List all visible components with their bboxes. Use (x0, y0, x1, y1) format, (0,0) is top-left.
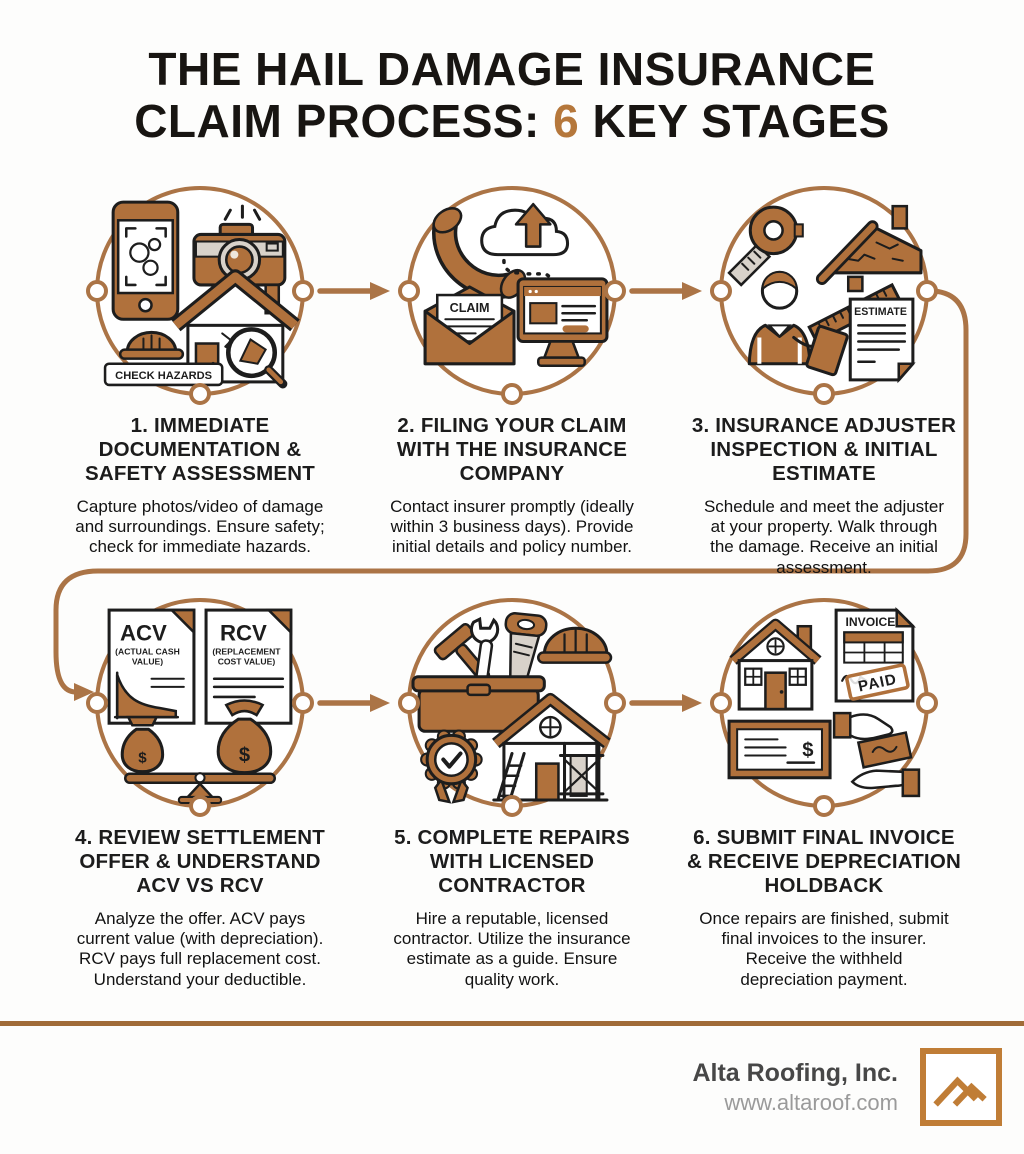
stage-5: 5. COMPLETE REPAIRS WITH LICENSED CONTRA… (350, 598, 674, 990)
connector-node (398, 692, 420, 714)
adjuster-inspection-icon: ESTIMATE (727, 204, 923, 384)
svg-text:RCV: RCV (220, 620, 267, 645)
connector-node (189, 383, 211, 405)
connector-node (86, 280, 108, 302)
connector-node (501, 383, 523, 405)
svg-text:$: $ (802, 740, 813, 762)
connector-node (813, 795, 835, 817)
adjuster-person-icon (747, 270, 849, 377)
connector-node (710, 280, 732, 302)
stage-4-icon-circle: ACV (ACTUAL CASH VALUE) RCV (REPLACEMENT… (86, 598, 314, 817)
smartphone-icon (111, 200, 180, 321)
tape-measure-icon (727, 205, 804, 287)
svg-text:ACV: ACV (120, 620, 167, 645)
connector-node (604, 280, 626, 302)
stage-3-description: Schedule and meet the adjuster at your p… (703, 496, 945, 577)
page-title: THE HAIL DAMAGE INSURANCE CLAIM PROCESS:… (0, 43, 1024, 147)
connector-node (292, 692, 314, 714)
stage-5-heading: 5. COMPLETE REPAIRS WITH LICENSED CONTRA… (394, 826, 630, 898)
phone-handset-icon (432, 207, 527, 299)
connector-node (501, 795, 523, 817)
svg-text:VALUE): VALUE) (132, 657, 163, 667)
connector-node (916, 692, 938, 714)
stage-6-heading: 6. SUBMIT FINAL INVOICE & RECEIVE DEPREC… (687, 826, 961, 898)
title-line1: THE HAIL DAMAGE INSURANCE (148, 43, 876, 95)
money-bag-large-icon: $ (216, 699, 273, 775)
connector-node (604, 692, 626, 714)
roof-chevron-icon (933, 1076, 987, 1107)
svg-text:INVOICE: INVOICE (846, 615, 896, 629)
stage-1-heading: 1. IMMEDIATE DOCUMENTATION & SAFETY ASSE… (84, 414, 316, 486)
stage-2: CLAIM (350, 186, 674, 558)
final-invoice-icon: INVOICE PAID $ (727, 607, 921, 798)
stage-2-icon-circle: CLAIM (398, 186, 626, 405)
stage-4-description: Analyze the offer. ACV pays current valu… (76, 908, 324, 989)
svg-text:$: $ (138, 750, 147, 767)
acv-document-icon: ACV (ACTUAL CASH VALUE) (107, 608, 196, 725)
footer: Alta Roofing, Inc. www.altaroof.com (692, 1048, 1002, 1126)
arrow-stage3-to-stage4-wrap (53, 288, 969, 701)
cloud-upload-icon (480, 202, 570, 284)
svg-text:COST VALUE): COST VALUE) (218, 657, 276, 667)
company-name: Alta Roofing, Inc. (692, 1058, 898, 1087)
connector-node (813, 383, 835, 405)
house-icon (729, 618, 822, 711)
stage-5-icon-circle (398, 598, 626, 817)
svg-text:CLAIM: CLAIM (450, 301, 490, 315)
toolbox-icon (411, 675, 546, 733)
stage-3: ESTIMATE 3. INSURANCE ADJUSTER INSPECTIO… (662, 186, 986, 578)
stage-6-icon-circle: INVOICE PAID $ (710, 598, 938, 817)
documentation-safety-icon: CHECK HAZARDS (103, 200, 300, 389)
connector-node (189, 795, 211, 817)
stage-1: CHECK HAZARDS 1. IMMEDIATE DOCUMENTATION… (38, 186, 362, 558)
estimate-document-icon: ESTIMATE (848, 297, 916, 384)
saw-icon (504, 612, 548, 683)
stage-6: INVOICE PAID $ (662, 598, 986, 990)
file-claim-icon: CLAIM (423, 202, 609, 368)
money-exchange-hands-icon (832, 711, 921, 798)
check-icon: $ (727, 719, 832, 780)
svg-text:(REPLACEMENT: (REPLACEMENT (212, 647, 281, 657)
wrench-icon (469, 616, 500, 683)
stage-4: ACV (ACTUAL CASH VALUE) RCV (REPLACEMENT… (38, 598, 362, 990)
stage-4-heading: 4. REVIEW SETTLEMENT OFFER & UNDERSTAND … (74, 826, 326, 898)
svg-text:$: $ (239, 745, 250, 767)
computer-monitor-icon (516, 277, 609, 368)
stage-3-icon-circle: ESTIMATE (710, 186, 938, 405)
hard-hat-icon (536, 626, 613, 664)
connector-node (86, 692, 108, 714)
acv-rcv-icon: ACV (ACTUAL CASH VALUE) RCV (REPLACEMENT… (107, 608, 293, 804)
stage-1-description: Capture photos/video of damage and surro… (75, 496, 325, 557)
title-stage-count: 6 (553, 94, 580, 147)
invoice-document-icon: INVOICE PAID (834, 607, 916, 703)
svg-text:ESTIMATE: ESTIMATE (854, 306, 907, 318)
svg-text:CHECK HAZARDS: CHECK HAZARDS (115, 370, 212, 382)
connector-node (710, 692, 732, 714)
title-line2: CLAIM PROCESS: 6 KEY STAGES (134, 94, 890, 147)
repairs-contractor-icon (411, 612, 613, 804)
stage-2-description: Contact insurer promptly (ideally within… (390, 496, 634, 557)
connector-node (398, 280, 420, 302)
footer-divider (0, 1021, 1024, 1026)
connector-node (292, 280, 314, 302)
company-logo (920, 1048, 1002, 1126)
check-hazards-label: CHECK HAZARDS (103, 362, 224, 387)
certified-badge-icon (420, 729, 483, 804)
svg-text:(ACTUAL CASH: (ACTUAL CASH (115, 647, 180, 657)
claim-envelope-icon: CLAIM (423, 285, 516, 366)
stage-5-description: Hire a reputable, licensed contractor. U… (393, 908, 631, 989)
connector-node (916, 280, 938, 302)
stage-1-icon-circle: CHECK HAZARDS (86, 186, 314, 405)
stage-6-description: Once repairs are finished, submit final … (699, 908, 949, 989)
damaged-roof-icon (815, 204, 923, 293)
company-website: www.altaroof.com (724, 1089, 898, 1115)
money-bag-small-icon: $ (120, 715, 165, 774)
stage-3-heading: 3. INSURANCE ADJUSTER INSPECTION & INITI… (691, 414, 957, 486)
hard-hat-icon (118, 330, 185, 360)
stage-2-heading: 2. FILING YOUR CLAIM WITH THE INSURANCE … (396, 414, 628, 486)
